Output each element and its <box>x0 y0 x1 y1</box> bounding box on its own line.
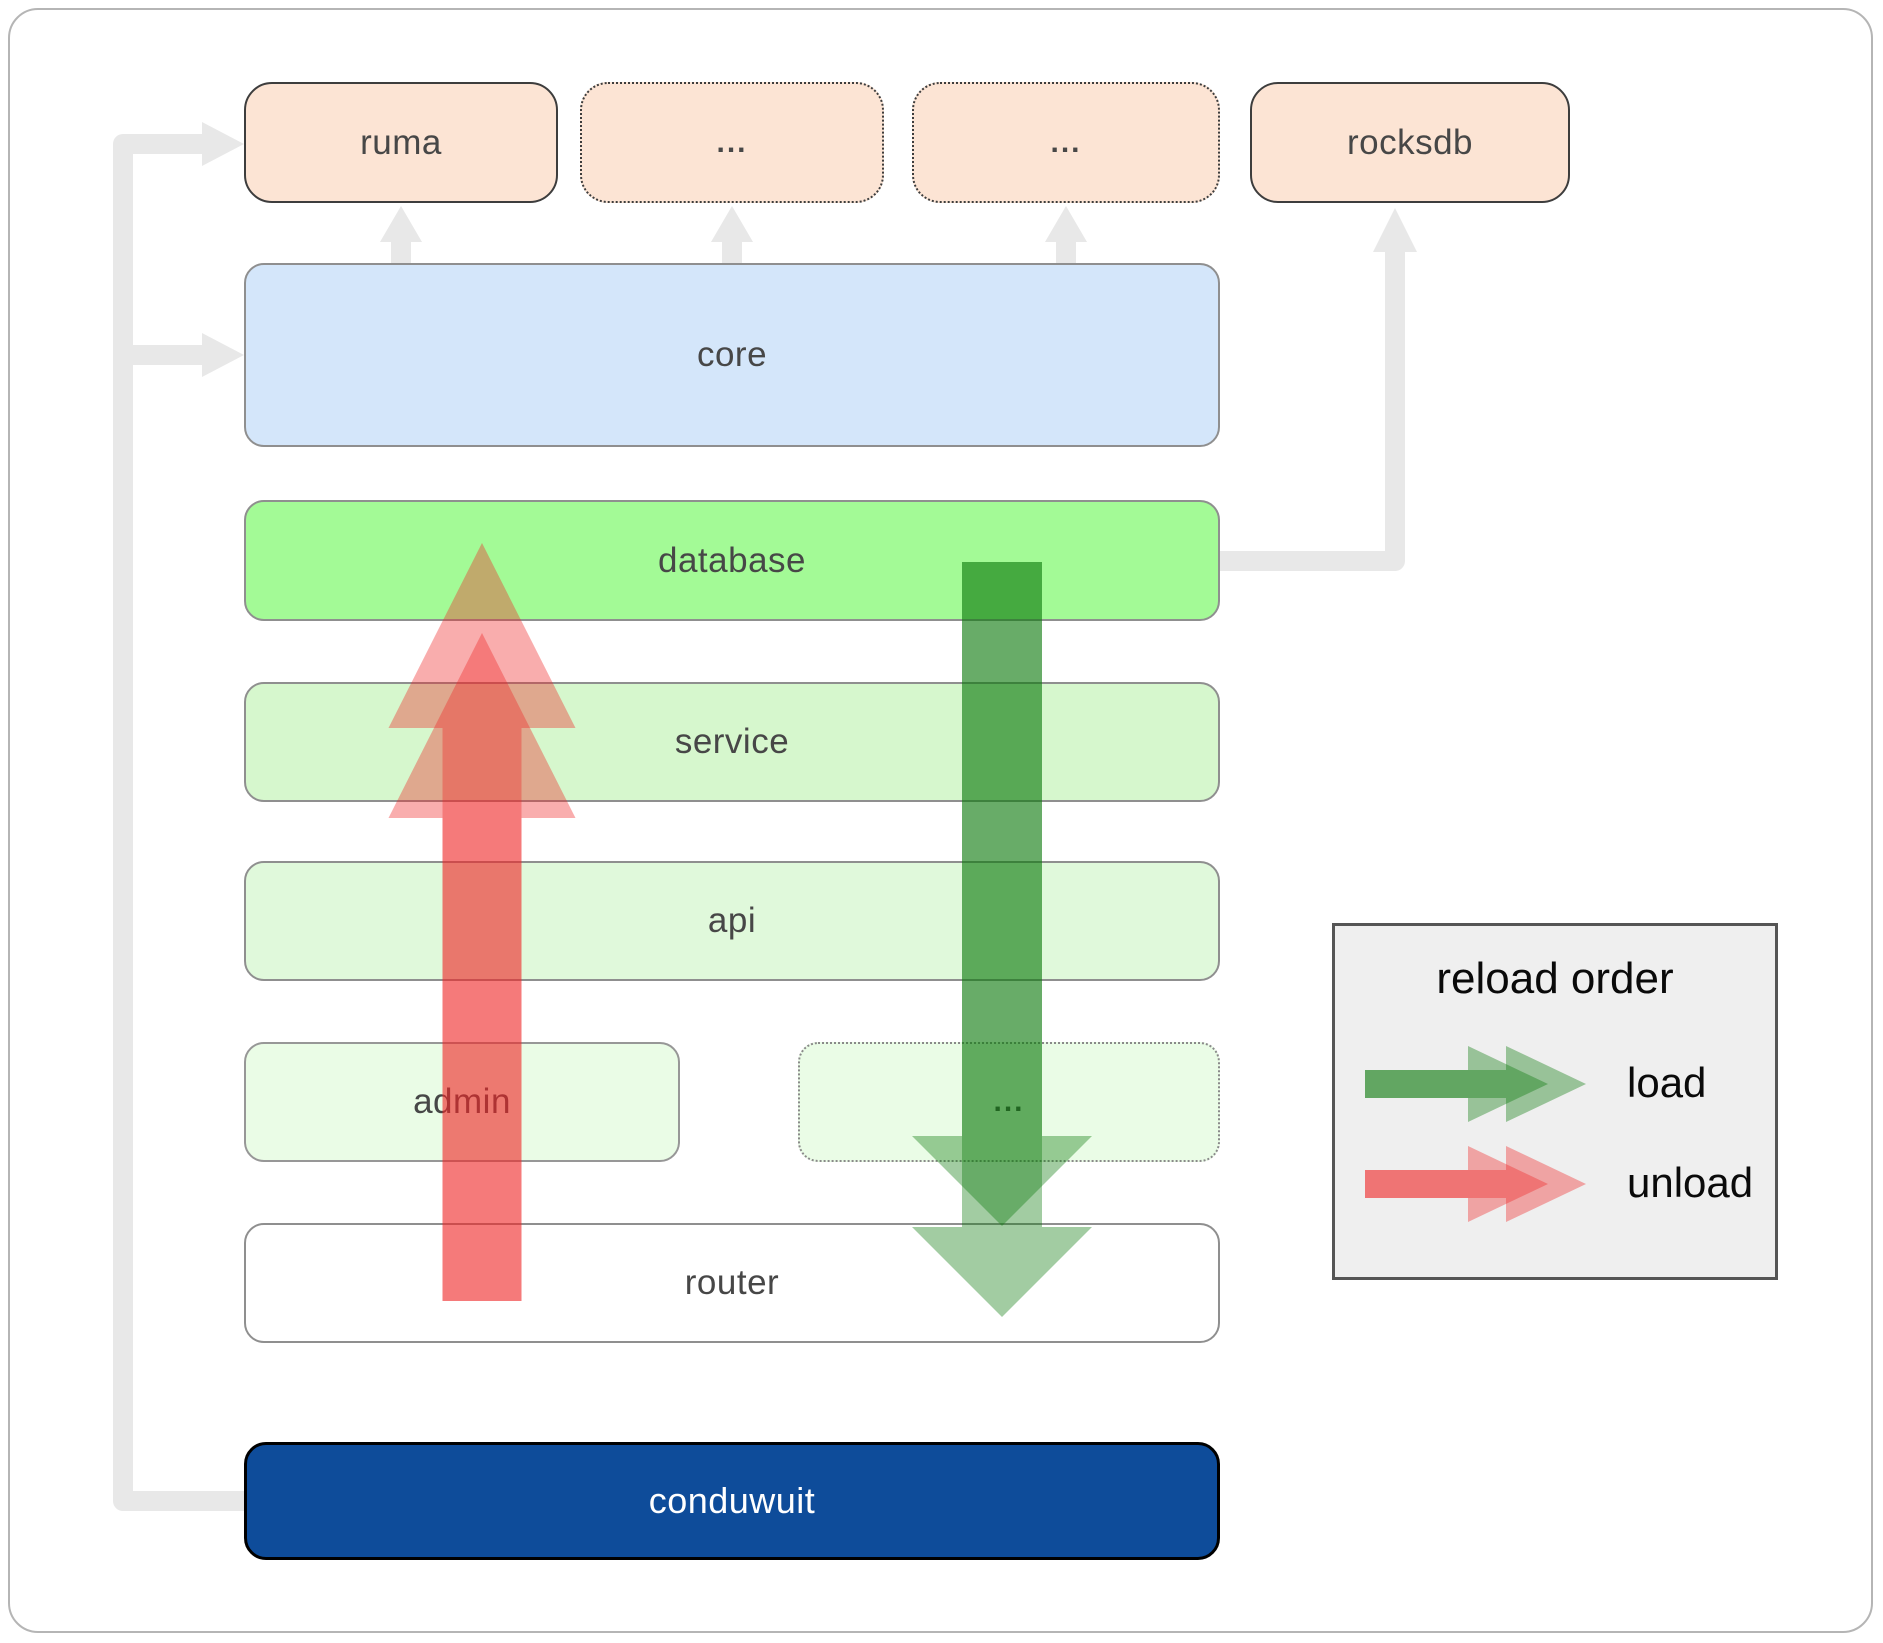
outer-frame <box>8 8 1873 1633</box>
legend: reload order load unload <box>1332 923 1778 1280</box>
legend-unload-arrow-icon <box>1365 1146 1548 1222</box>
box-core-label: core <box>696 335 768 374</box>
box-router: router <box>244 1223 1220 1343</box>
box-ruma-label: ruma <box>360 122 442 162</box>
box-service-dots: ... <box>798 1042 1220 1162</box>
legend-load-arrow-icon <box>1365 1046 1548 1122</box>
box-rocksdb-label: rocksdb <box>1346 122 1474 162</box>
box-service: service <box>244 682 1220 802</box>
box-admin-label: admin <box>413 1082 511 1121</box>
box-database: database <box>244 500 1220 621</box>
box-conduwuit-label: conduwuit <box>648 1480 816 1521</box>
box-database-label: database <box>657 540 807 580</box>
box-service-label: service <box>674 722 790 761</box>
box-dependency-dots-1-label: ... <box>716 125 748 159</box>
legend-load-arrow-icon-2 <box>1365 1046 1586 1122</box>
legend-unload-label: unload <box>1627 1159 1754 1206</box>
box-core: core <box>244 263 1220 447</box>
box-dependency-dots-1: ... <box>580 82 884 203</box>
box-api-label: api <box>707 901 757 940</box>
box-api: api <box>244 861 1220 981</box>
legend-title: reload order <box>1436 954 1674 1003</box>
box-dependency-dots-2: ... <box>912 82 1220 203</box>
box-router-label: router <box>684 1263 780 1302</box>
box-rocksdb: rocksdb <box>1250 82 1570 203</box>
legend-load-label: load <box>1627 1059 1707 1106</box>
box-service-dots-label: ... <box>993 1085 1025 1118</box>
box-admin: admin <box>244 1042 680 1162</box>
box-conduwuit: conduwuit <box>244 1442 1220 1560</box>
legend-unload-arrow-icon-2 <box>1365 1146 1586 1222</box>
box-ruma: ruma <box>244 82 558 203</box>
box-dependency-dots-2-label: ... <box>1050 125 1082 159</box>
